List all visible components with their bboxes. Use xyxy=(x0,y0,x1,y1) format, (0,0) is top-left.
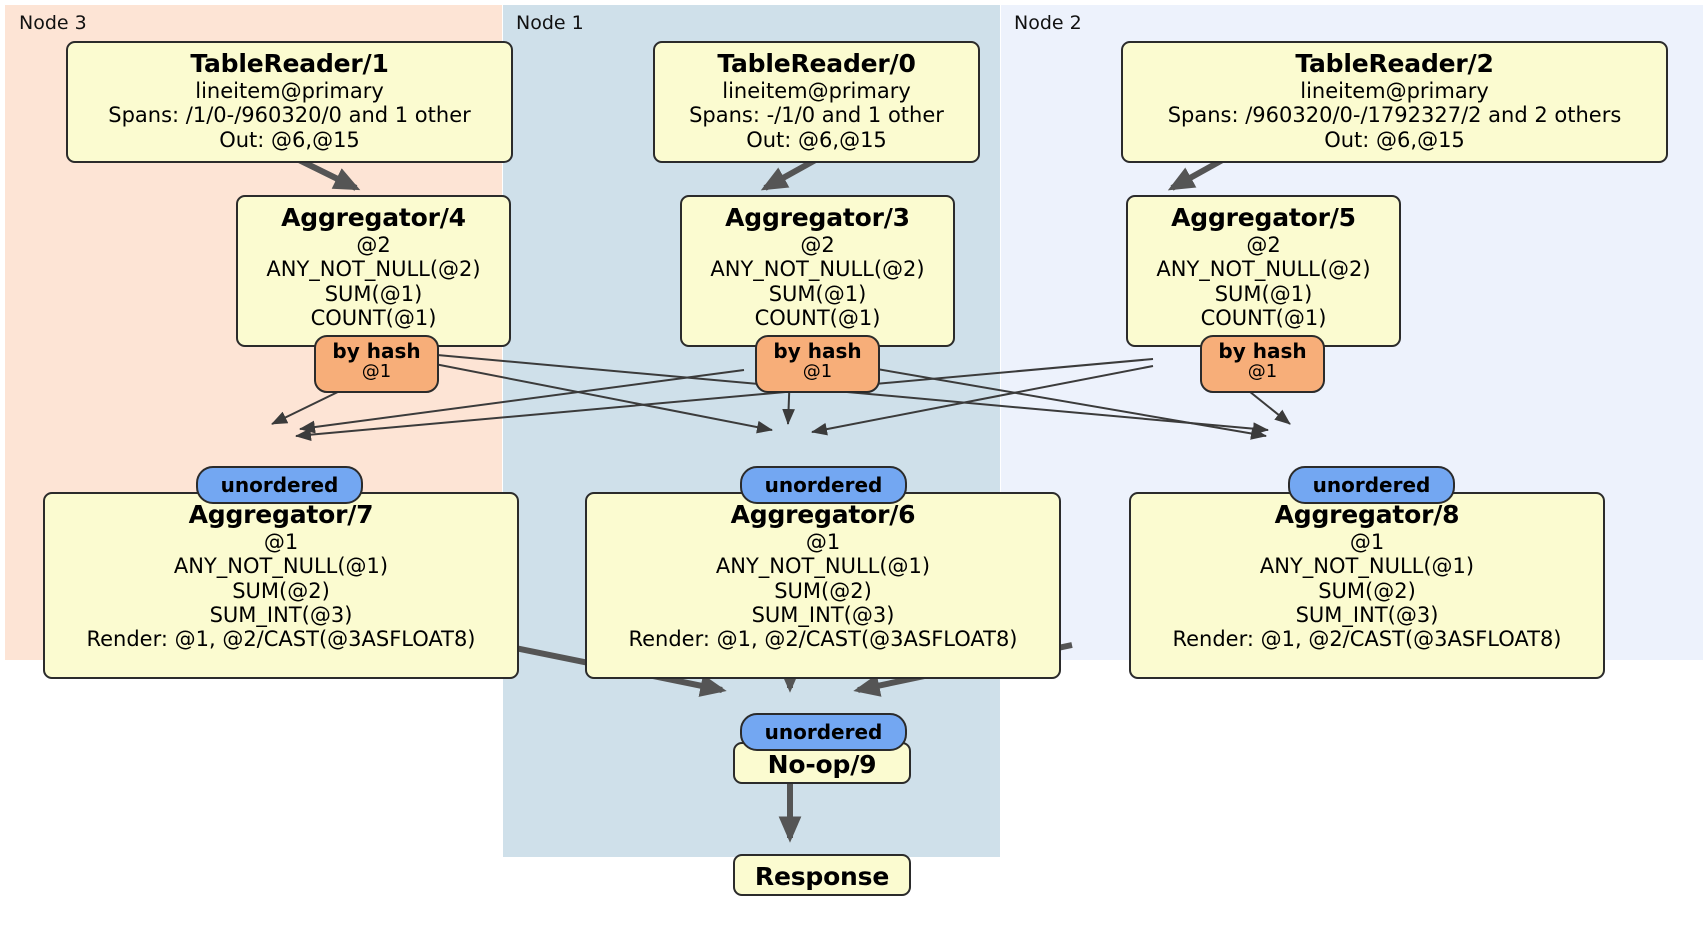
processor-line: SUM(@1) xyxy=(1214,281,1313,306)
node-label-node1: Node 1 xyxy=(516,12,584,34)
processor-line: @2 xyxy=(800,233,835,257)
processor-title: Aggregator/4 xyxy=(281,203,466,232)
processor-line: Out: @6,@15 xyxy=(219,127,360,152)
synchronizer-unordered-aggregator-6[interactable]: unordered xyxy=(740,466,907,504)
processor-line: lineitem@primary xyxy=(1300,79,1489,103)
router-subtitle: @1 xyxy=(361,361,392,382)
processor-title: Response xyxy=(754,862,890,891)
processor-table-reader-2[interactable]: TableReader/2 lineitem@primary Spans: /9… xyxy=(1121,41,1668,163)
router-by-hash-aggregator-4[interactable]: by hash @1 xyxy=(314,335,439,393)
processor-line: SUM_INT(@3) xyxy=(1295,603,1439,628)
synchronizer-unordered-aggregator-8[interactable]: unordered xyxy=(1288,466,1455,504)
processor-line: Render: @1, @2/CAST(@3ASFLOAT8) xyxy=(86,627,476,652)
processor-line: SUM(@2) xyxy=(232,578,330,603)
processor-line: Spans: /1/0-/960320/0 and 1 other xyxy=(108,103,471,128)
processor-line: lineitem@primary xyxy=(722,79,911,103)
processor-line: Render: @1, @2/CAST(@3ASFLOAT8) xyxy=(628,627,1018,652)
processor-line: ANY_NOT_NULL(@2) xyxy=(1156,257,1371,282)
router-by-hash-aggregator-5[interactable]: by hash @1 xyxy=(1200,335,1325,393)
processor-line: SUM(@1) xyxy=(768,281,867,306)
processor-line: SUM_INT(@3) xyxy=(209,603,353,628)
processor-line: @1 xyxy=(1349,530,1385,554)
processor-line: @1 xyxy=(263,530,299,554)
processor-line: SUM_INT(@3) xyxy=(751,603,895,628)
processor-line: COUNT(@1) xyxy=(754,306,881,331)
processor-title: Aggregator/6 xyxy=(730,500,916,529)
router-by-hash-aggregator-3[interactable]: by hash @1 xyxy=(755,335,880,393)
router-title: by hash xyxy=(1218,339,1307,363)
processor-title: Aggregator/3 xyxy=(725,203,910,232)
processor-aggregator-6[interactable]: Aggregator/6 @1 ANY_NOT_NULL(@1) SUM(@2)… xyxy=(585,492,1061,679)
processor-response[interactable]: Response xyxy=(733,854,911,896)
processor-aggregator-3[interactable]: Aggregator/3 @2 ANY_NOT_NULL(@2) SUM(@1)… xyxy=(680,195,955,347)
synchronizer-title: unordered xyxy=(220,473,339,497)
processor-line: @2 xyxy=(356,233,391,257)
processor-title: Aggregator/8 xyxy=(1274,500,1460,529)
processor-title: TableReader/1 xyxy=(190,49,389,78)
processor-title: No-op/9 xyxy=(767,750,877,779)
processor-line: ANY_NOT_NULL(@2) xyxy=(266,257,481,282)
processor-line: ANY_NOT_NULL(@2) xyxy=(710,257,925,282)
processor-line: Render: @1, @2/CAST(@3ASFLOAT8) xyxy=(1172,627,1562,652)
processor-line: Out: @6,@15 xyxy=(1324,127,1465,152)
router-subtitle: @1 xyxy=(802,361,833,382)
synchronizer-unordered-noop-9[interactable]: unordered xyxy=(740,713,907,751)
processor-line: SUM(@2) xyxy=(1318,578,1416,603)
processor-title: Aggregator/7 xyxy=(188,500,374,529)
processor-line: SUM(@2) xyxy=(774,578,872,603)
synchronizer-title: unordered xyxy=(1312,473,1431,497)
processor-title: TableReader/0 xyxy=(717,49,916,78)
processor-line: COUNT(@1) xyxy=(310,306,437,331)
processor-aggregator-5[interactable]: Aggregator/5 @2 ANY_NOT_NULL(@2) SUM(@1)… xyxy=(1126,195,1401,347)
processor-line: Spans: /960320/0-/1792327/2 and 2 others xyxy=(1167,103,1622,128)
router-title: by hash xyxy=(332,339,421,363)
synchronizer-title: unordered xyxy=(764,473,883,497)
processor-table-reader-1[interactable]: TableReader/1 lineitem@primary Spans: /1… xyxy=(66,41,513,163)
processor-line: ANY_NOT_NULL(@1) xyxy=(715,554,931,579)
processor-title: Aggregator/5 xyxy=(1171,203,1356,232)
processor-line: ANY_NOT_NULL(@1) xyxy=(173,554,389,579)
processor-aggregator-8[interactable]: Aggregator/8 @1 ANY_NOT_NULL(@1) SUM(@2)… xyxy=(1129,492,1605,679)
processor-title: TableReader/2 xyxy=(1295,49,1494,78)
synchronizer-title: unordered xyxy=(764,720,883,744)
processor-line: Out: @6,@15 xyxy=(746,127,887,152)
processor-line: SUM(@1) xyxy=(324,281,423,306)
processor-aggregator-4[interactable]: Aggregator/4 @2 ANY_NOT_NULL(@2) SUM(@1)… xyxy=(236,195,511,347)
node-label-node3: Node 3 xyxy=(19,12,87,34)
processor-line: lineitem@primary xyxy=(195,79,384,103)
processor-line: Spans: -/1/0 and 1 other xyxy=(689,103,944,128)
processor-line: @2 xyxy=(1246,233,1281,257)
processor-line: ANY_NOT_NULL(@1) xyxy=(1259,554,1475,579)
processor-line: COUNT(@1) xyxy=(1200,306,1327,331)
node-label-node2: Node 2 xyxy=(1014,12,1082,34)
processor-line: @1 xyxy=(805,530,841,554)
processor-table-reader-0[interactable]: TableReader/0 lineitem@primary Spans: -/… xyxy=(653,41,980,163)
router-subtitle: @1 xyxy=(1247,361,1278,382)
synchronizer-unordered-aggregator-7[interactable]: unordered xyxy=(196,466,363,504)
router-title: by hash xyxy=(773,339,862,363)
processor-aggregator-7[interactable]: Aggregator/7 @1 ANY_NOT_NULL(@1) SUM(@2)… xyxy=(43,492,519,679)
